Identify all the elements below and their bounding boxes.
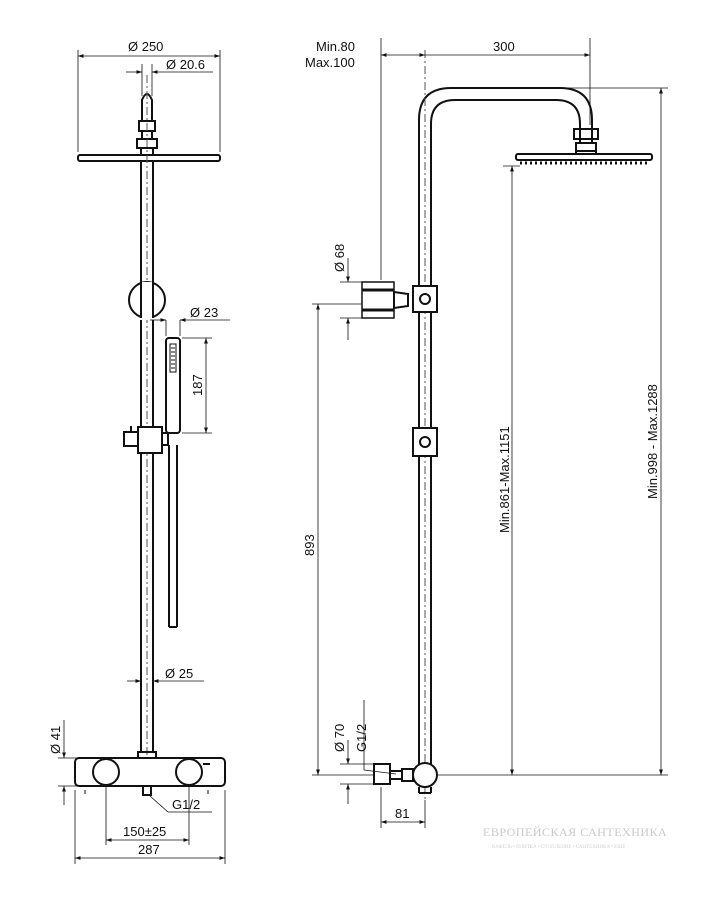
side-bracket-clamp [412,285,438,313]
front-head-plate [77,154,221,162]
dim-mixer-width: 287 [138,842,160,857]
side-wall-bracket [361,281,395,319]
dim-arm-offset-max: Max.100 [305,55,355,70]
dim-hand-shower-diameter: Ø 23 [190,305,218,320]
dim-inlet-thread-front: G1/2 [172,797,200,812]
dim-arm-tube-diameter: Ø 20.6 [166,57,205,72]
side-view: Min.80 Max.100 300 Ø 68 893 Min.861-Max.… [302,38,668,828]
dim-wall-bracket-diameter: Ø 68 [332,244,347,272]
side-arm-inner [430,99,581,293]
front-slider-knob [123,431,139,447]
dim-inlet-spacing: 150±25 [123,824,166,839]
side-mixer-body [412,762,438,788]
side-arm-outer [418,87,593,293]
dim-head-diameter: Ø 250 [128,39,163,54]
side-head-plate [515,153,653,161]
dim-mixer-body-diameter: Ø 41 [48,726,63,754]
dim-wall-to-center: 81 [395,806,409,821]
watermark-title: ЕВРОПЕЙСКАЯ САНТЕХНИКА [483,825,667,839]
front-view: Ø 250 Ø 20.6 Ø 23 187 Ø 25 Ø 41 G1/ [48,39,230,864]
front-mixer-left-handle [92,758,120,786]
watermark: ЕВРОПЕЙСКАЯ САНТЕХНИКА КАФЕЛЬ • ПЛИТКА •… [483,825,667,850]
dim-bracket-height: 893 [302,534,317,556]
front-slider-body [137,426,163,454]
front-mixer-outlet [142,785,152,796]
dim-arm-projection: 300 [493,39,515,54]
dim-arm-offset-min: Min.80 [316,39,355,54]
dim-riser-diameter: Ø 25 [165,666,193,681]
dim-inlet-thread-side: G1/2 [354,724,369,752]
dim-total-height-range: Min.998 - Max.1288 [645,384,660,499]
front-hand-shower-nozzles [169,343,177,373]
dim-rail-height-range: Min.861-Max.1151 [497,426,512,533]
front-mixer-right-handle [175,758,203,786]
dim-hand-shower-length: 187 [190,374,205,396]
side-slider [412,427,438,457]
front-hand-shower [165,337,181,434]
side-escutcheon [373,763,391,785]
dim-escutcheon-diameter: Ø 70 [332,724,347,752]
watermark-tagline: КАФЕЛЬ • ПЛИТКА • ОТОПЛЕНИЕ • САНТЕХНИКА… [492,845,625,850]
